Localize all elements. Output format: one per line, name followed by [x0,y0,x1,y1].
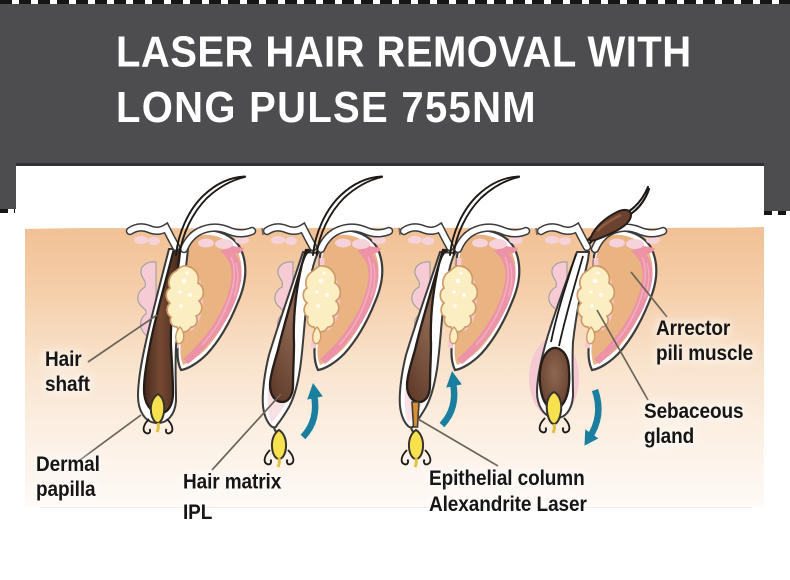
follicle-4-telogen [529,185,663,434]
shedding-arrow [584,388,602,446]
leader-sebaceous-gland [596,309,649,401]
poster-title-line1: LASER HAIR REMOVAL WITH [116,28,692,77]
figure-bottom-edge [40,507,752,508]
header-banner: LASER HAIR REMOVAL WITH LONG PULSE 755NM [0,4,790,163]
leader-arrector-pili [630,271,668,318]
epithelial-column-shape [411,401,420,428]
right-gray-column [764,163,790,211]
surface-nicks [261,227,538,236]
header-underline [14,163,766,166]
follicle-3-catagen [398,175,526,469]
cutline-top [0,0,790,4]
poster-title: LASER HAIR REMOVAL WITH LONG PULSE 755NM [116,25,692,135]
cutline-bottom-right [764,211,790,215]
leader-dermal-papilla [79,414,142,461]
dermal-papilla-shape [545,390,563,426]
club-hair [586,185,651,245]
leader-lines [79,271,668,471]
cutline-bottom-left [0,209,15,213]
poster-title-line2: LONG PULSE 755NM [116,83,537,132]
left-gray-column [0,163,16,209]
leader-hair-shaft [87,314,158,363]
leader-epithelial-column [417,418,499,467]
leader-hair-matrix [211,393,282,471]
